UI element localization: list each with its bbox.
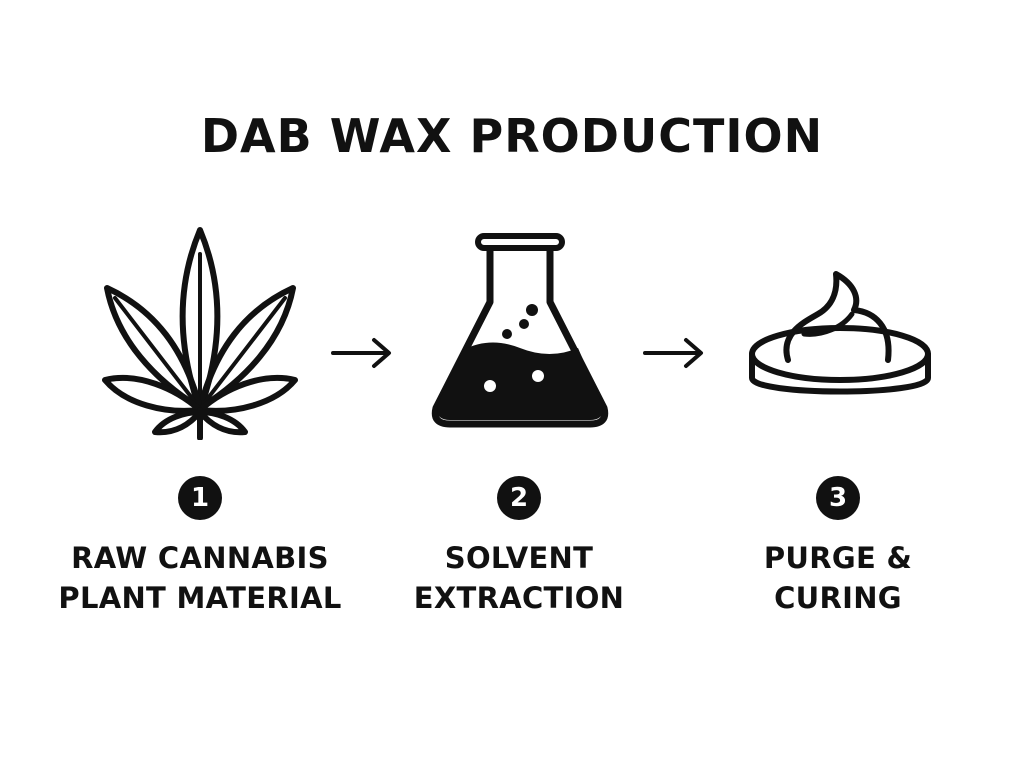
arrow-right-icon <box>643 338 703 368</box>
step-number-badge: 2 <box>497 476 541 520</box>
step-label: SOLVENT EXTRACTION <box>359 538 679 618</box>
wax-dish-icon <box>749 271 931 395</box>
step-label-line: RAW CANNABIS <box>71 541 329 575</box>
step-label-line: SOLVENT <box>444 541 594 575</box>
cannabis-leaf-icon <box>102 227 298 440</box>
step-label: PURGE & CURING <box>678 538 998 618</box>
step-label-line: PLANT MATERIAL <box>58 581 342 615</box>
step-number-badge: 3 <box>816 476 860 520</box>
step-label-line: PURGE & <box>763 541 913 575</box>
step-number-badge: 1 <box>178 476 222 520</box>
step-label-line: CURING <box>774 581 902 615</box>
arrow-right-icon <box>331 338 391 368</box>
step-label: RAW CANNABIS PLANT MATERIAL <box>40 538 360 618</box>
erlenmeyer-flask-icon <box>431 233 609 428</box>
step-label-line: EXTRACTION <box>413 581 625 615</box>
diagram-title: DAB WAX PRODUCTION <box>200 109 824 163</box>
